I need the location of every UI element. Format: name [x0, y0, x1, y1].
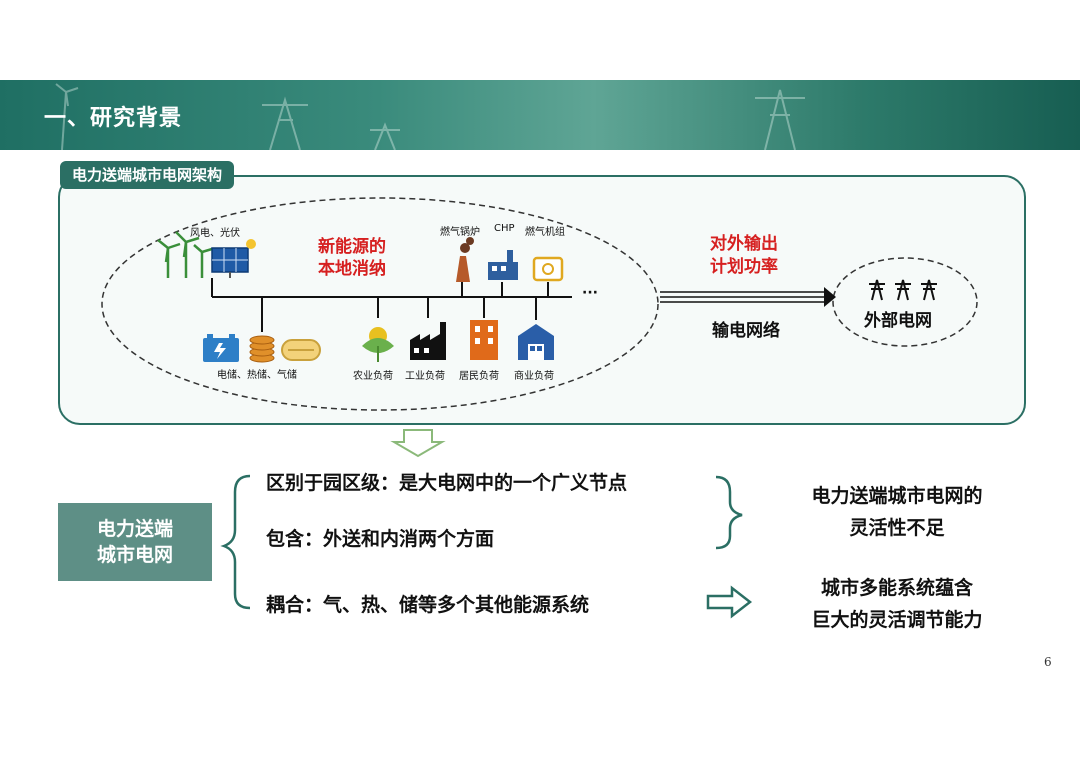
down-arrow-icon	[390, 429, 446, 458]
chp-plant-icon	[488, 250, 518, 280]
transmission-tower-icon	[869, 279, 937, 301]
conclusion-flexibility-potential: 城市多能系统蕴含 巨大的灵活调节能力	[782, 572, 1012, 636]
right-brace	[715, 475, 743, 550]
transmission-label: 输电网络	[712, 321, 780, 341]
export-plan-label-1: 对外输出	[710, 234, 778, 254]
panel-title: 电力送端城市电网架构	[60, 161, 235, 189]
city-grid-box-line-1: 电力送端	[96, 518, 173, 540]
section-title: 一、研究背景	[44, 106, 183, 131]
header-band	[0, 80, 1080, 150]
industry-load-label: 工业负荷	[405, 371, 445, 382]
header-decoration	[55, 83, 805, 150]
gas-boiler-icon	[456, 237, 474, 282]
storage-label: 电储、热储、气储	[217, 370, 297, 381]
local-consumption-label-2: 本地消纳	[318, 259, 386, 279]
more-ellipsis: ···	[582, 285, 598, 301]
heat-storage-icon	[249, 335, 275, 363]
industry-load-icon	[410, 322, 446, 360]
chp-label: CHP	[494, 223, 515, 234]
conclusion-2-line-1: 城市多能系统蕴含	[820, 577, 973, 599]
transmission-arrow	[660, 291, 826, 303]
gas-generator-label: 燃气机组	[525, 227, 565, 238]
city-grid-box-line-2: 城市电网	[96, 544, 173, 566]
sources-label: 风电、光伏	[190, 228, 240, 239]
commercial-load-icon	[518, 324, 554, 360]
conclusion-1-line-1: 电力送端城市电网的	[811, 485, 983, 507]
gas-boiler-label: 燃气锅炉	[440, 227, 480, 238]
gas-generator-icon	[532, 256, 564, 282]
external-grid-label: 外部电网	[864, 311, 932, 331]
statement-contains: 包含：外送和内消两个方面	[266, 528, 495, 550]
local-consumption-label-1: 新能源的	[318, 237, 386, 257]
commercial-load-label: 商业负荷	[514, 371, 554, 382]
left-brace	[220, 474, 251, 610]
residential-load-label: 居民负荷	[459, 371, 499, 382]
conclusion-flexibility-insufficient: 电力送端城市电网的 灵活性不足	[782, 480, 1012, 544]
conclusion-1-line-2: 灵活性不足	[849, 517, 945, 539]
battery-icon	[203, 334, 239, 362]
gas-storage-icon	[281, 339, 321, 361]
agriculture-load-label: 农业负荷	[353, 371, 393, 382]
architecture-panel	[58, 175, 1026, 425]
export-plan-label-2: 计划功率	[710, 257, 778, 277]
city-grid-boundary	[101, 197, 659, 411]
city-grid-box: 电力送端 城市电网	[58, 503, 212, 581]
solar-panel-icon	[211, 239, 256, 278]
statement-distinction: 区别于园区级：是大电网中的一个广义节点	[266, 472, 628, 494]
right-arrow-icon	[706, 585, 753, 619]
conclusion-2-line-2: 巨大的灵活调节能力	[811, 609, 983, 631]
statement-coupling: 耦合：气、热、储等多个其他能源系统	[266, 594, 590, 616]
page-number: 6	[1044, 655, 1052, 669]
external-grid-boundary	[832, 257, 978, 347]
agriculture-load-icon	[362, 327, 394, 362]
wind-turbine-icon	[157, 231, 213, 278]
residential-load-icon	[470, 320, 498, 360]
